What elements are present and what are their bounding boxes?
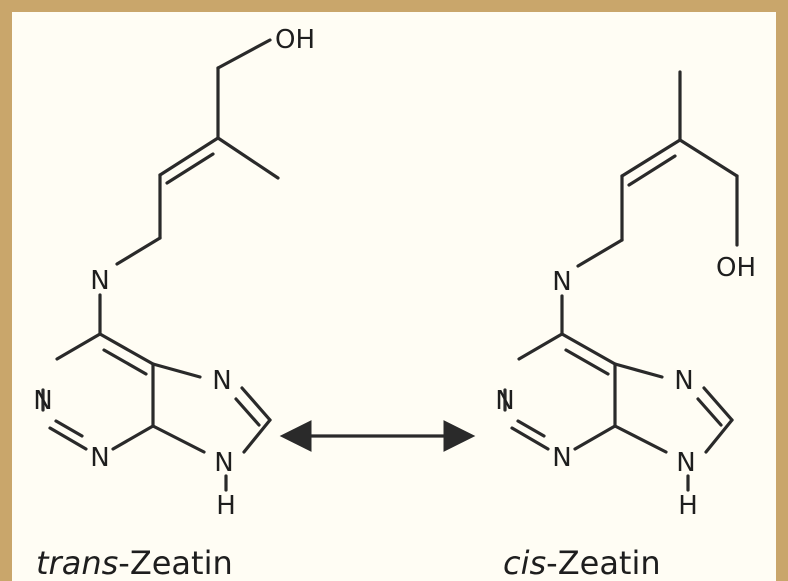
cis-zeatin-caption: cis-Zeatin <box>503 544 661 581</box>
trans-zeatin-structure: OH N N N N N H <box>33 25 315 521</box>
cis-purine-bonds <box>503 332 734 454</box>
trans-zeatin-caption: trans-Zeatin <box>36 544 233 581</box>
cis-caption-suffix: -Zeatin <box>546 544 660 581</box>
trans-caption-prefix: trans <box>36 544 118 581</box>
trans-n1-label: N <box>33 386 52 416</box>
cis-n7-label: N <box>674 366 693 396</box>
cis-n9-label: N <box>676 448 695 478</box>
trans-amine-n-label: N <box>90 266 109 296</box>
trans-n7-label: N <box>212 366 231 396</box>
cis-caption-prefix: cis <box>503 544 546 581</box>
trans-hydroxyl-label: OH <box>275 25 315 55</box>
cis-hydroxyl-label: OH <box>716 253 756 283</box>
trans-h9-label: H <box>216 491 236 521</box>
trans-purine-bonds <box>41 332 272 454</box>
cis-h9-label: H <box>678 491 698 521</box>
trans-caption-suffix: -Zeatin <box>118 544 232 581</box>
cis-side-chain-bonds <box>560 70 739 336</box>
cis-n3-label: N <box>552 443 571 473</box>
trans-side-chain-bonds <box>98 38 280 336</box>
trans-n9-label: N <box>214 448 233 478</box>
trans-n3-label: N <box>90 443 109 473</box>
cis-amine-n-label: N <box>552 267 571 297</box>
cis-zeatin-structure: OH N N N N N H <box>495 70 756 521</box>
cis-n1-label: N <box>495 386 514 416</box>
